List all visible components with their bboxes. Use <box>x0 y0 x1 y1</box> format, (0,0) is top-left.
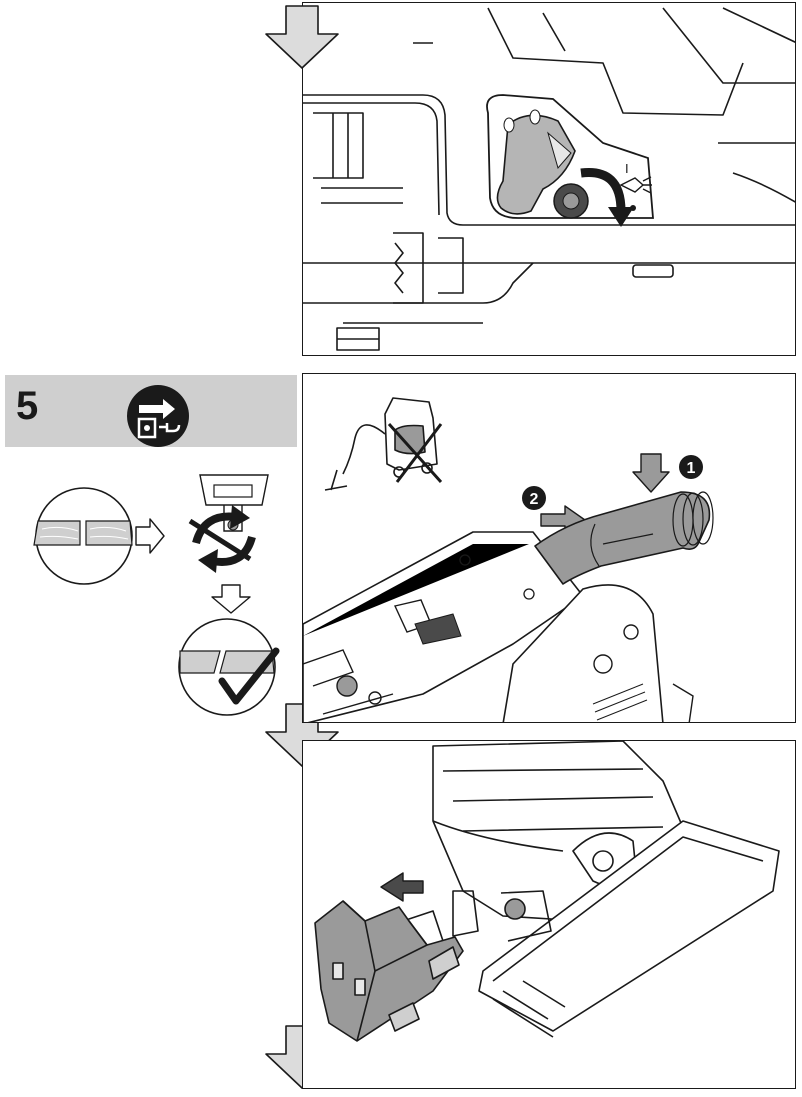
pull-out-arrow-icon <box>380 872 424 902</box>
prohibited-cross-icon <box>387 422 443 484</box>
illustration-panel-dust-blower: I <box>302 2 796 356</box>
callout-1-label: 1 <box>687 460 696 477</box>
illustration-panel-vacuum-adapter: 1 2 <box>302 373 796 723</box>
callout-2-label: 2 <box>530 491 539 508</box>
chip-guard-part <box>314 900 464 1042</box>
step-header: 5 <box>5 375 297 447</box>
step-number: 5 <box>16 384 39 428</box>
cut-quality-illustration <box>33 474 280 716</box>
vacuum-cleaner-icon <box>324 397 438 491</box>
checkmark-icon <box>218 647 280 705</box>
board-pieces <box>33 520 133 546</box>
vacuum-adapter-drawing: 1 2 <box>303 397 714 722</box>
illustration-panel-chip-guard <box>302 740 796 1089</box>
rotate-arrows-icon <box>188 505 256 573</box>
unplug-power-icon <box>127 385 189 447</box>
down-arrow-icon <box>211 584 251 614</box>
down-arrow-icon <box>265 5 339 69</box>
callout-1-badge <box>679 455 703 479</box>
jigsaw-housing-drawing: I <box>303 7 795 351</box>
chip-guard-drawing <box>314 741 780 1042</box>
right-arrow-icon <box>135 518 165 554</box>
callout-2-badge <box>522 486 546 510</box>
switch-position-mark: I <box>625 161 629 176</box>
push-down-arrow-icon <box>632 453 670 493</box>
